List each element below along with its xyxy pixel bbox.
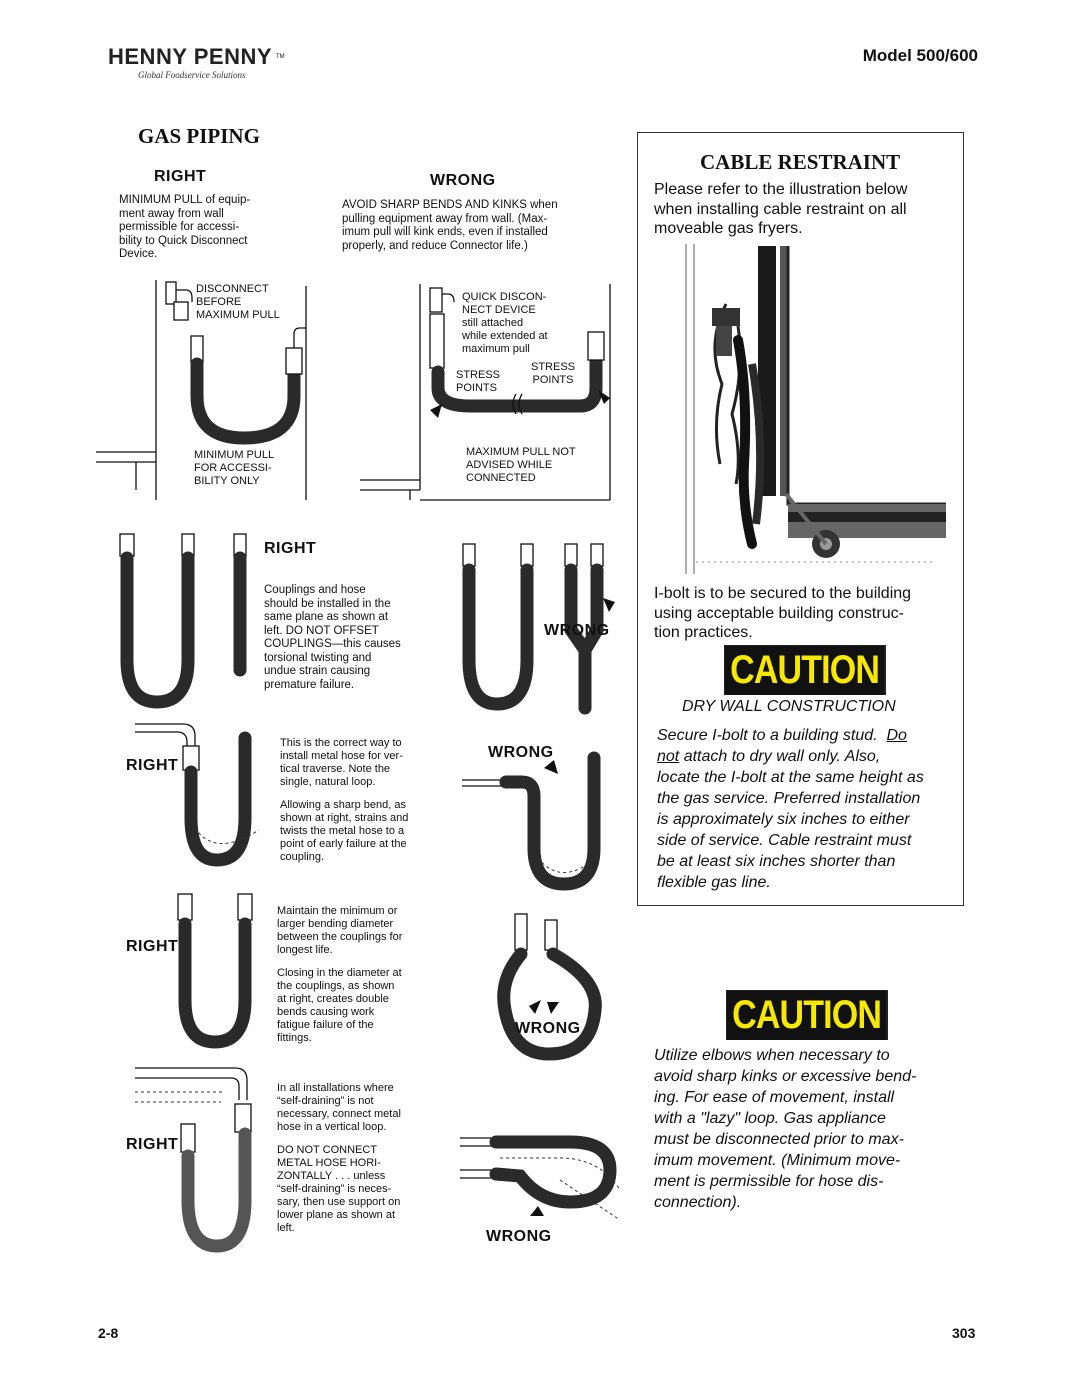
caution-label-1: CAUTION (725, 645, 885, 695)
caution-label-2: CAUTION (727, 990, 887, 1040)
max-pull-diagram (360, 284, 611, 501)
top-right-text: MINIMUM PULL of equip-ment away from wal… (119, 194, 251, 260)
caution-sign-2: CAUTION (726, 990, 888, 1040)
bending-diameter-wrong (497, 913, 602, 1061)
page-number: 303 (952, 1325, 976, 1341)
cable-restraint-photo (676, 244, 946, 578)
section2-wrong-label: WRONG (544, 622, 610, 639)
section2-right-label: RIGHT (264, 540, 317, 557)
top-right-header: RIGHT (154, 168, 207, 185)
page-section-number: 2-8 (98, 1325, 119, 1341)
section5-right-label: RIGHT (126, 1136, 179, 1153)
cable-restraint-box (637, 132, 964, 906)
bending-diameter-right (177, 893, 253, 1049)
model-label: Model 500/600 (862, 46, 978, 65)
dry-wall-text: Secure I-bolt to a building stud. Do not… (657, 727, 924, 891)
logo-tagline: Global Foodservice Solutions (138, 70, 246, 80)
section5-wrong-label: WRONG (486, 1228, 552, 1245)
section3-right-label: RIGHT (126, 757, 179, 774)
caution-sign-1: CAUTION (724, 645, 886, 695)
henny-penny-logo: HENNY PENNY Global Foodservice Solutions… (108, 44, 288, 94)
vertical-traverse-wrong (462, 751, 601, 891)
couplings-right-diagram (119, 533, 247, 709)
section3-wrong-label: WRONG (488, 744, 554, 761)
couplings-wrong-diagram (462, 543, 615, 715)
section4-wrong-label: WRONG (515, 1020, 581, 1037)
top-wrong-header: WRONG (430, 172, 496, 189)
logo-tm: TM (276, 54, 285, 60)
section5-text: In all installations where“self-draining… (277, 1082, 401, 1133)
vertical-loop-right (135, 1067, 252, 1253)
horizontal-loop-wrong (460, 1135, 621, 1221)
min-pull-diagram (96, 280, 307, 500)
gas-piping-title: GAS PIPING (138, 124, 260, 148)
logo-text: HENNY PENNY (108, 44, 273, 69)
vertical-traverse-right (135, 723, 260, 867)
cable-restraint-title: CABLE RESTRAINT (700, 150, 901, 174)
section4-right-label: RIGHT (126, 938, 179, 955)
dry-wall-title: DRY WALL CONSTRUCTION (682, 698, 896, 715)
